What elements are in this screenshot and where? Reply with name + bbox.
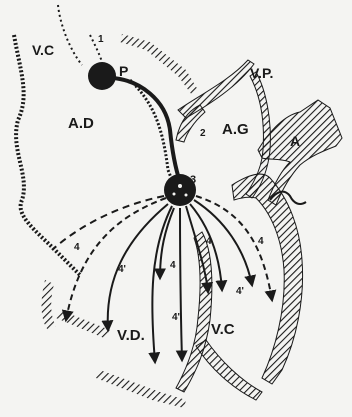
num-4b: 4': [118, 264, 126, 275]
node-dot-3: [185, 194, 188, 197]
label-vena-cava-top: V.C: [32, 42, 54, 58]
fiber-far-left: [66, 198, 166, 320]
num-1: 1: [98, 34, 104, 45]
top-wall-hatched: [120, 34, 198, 95]
num-4c: 4: [170, 260, 176, 271]
right-atrium-outline: [14, 35, 80, 275]
fiber-left-mid: [152, 206, 172, 362]
node-dot-1: [178, 184, 182, 188]
right-ventricle-floor: [96, 370, 186, 408]
conduction-bundle: [112, 78, 180, 182]
num-4g: 4: [258, 236, 264, 247]
label-p: P: [119, 63, 128, 79]
node-dot-2: [173, 193, 176, 196]
label-left-atrium: A.G: [222, 121, 249, 138]
num-2: 2: [200, 128, 206, 139]
right-ventricle-left-floor: [56, 310, 110, 338]
vena-cava-left-wall: [58, 5, 82, 65]
label-right-atrium: A.D: [68, 115, 94, 132]
label-aorta: A: [290, 133, 300, 149]
num-4f: 4': [236, 286, 244, 297]
num-4a: 4: [74, 242, 80, 253]
right-ventricle-left-wall: [42, 280, 56, 330]
num-4e: 4: [206, 236, 212, 247]
conduction-fibers: [52, 196, 272, 362]
label-right-ventricle: V.D.: [117, 327, 145, 344]
num-4d: 4': [172, 312, 180, 323]
fiber-left: [108, 204, 168, 330]
lower-apex-wall: [196, 340, 262, 400]
label-vena-cava-bottom: V.C: [211, 321, 235, 338]
sinoatrial-node: [88, 62, 116, 90]
fiber-center: [180, 208, 182, 360]
num-3: 3: [190, 174, 196, 186]
label-vp: V.P.: [250, 65, 273, 81]
